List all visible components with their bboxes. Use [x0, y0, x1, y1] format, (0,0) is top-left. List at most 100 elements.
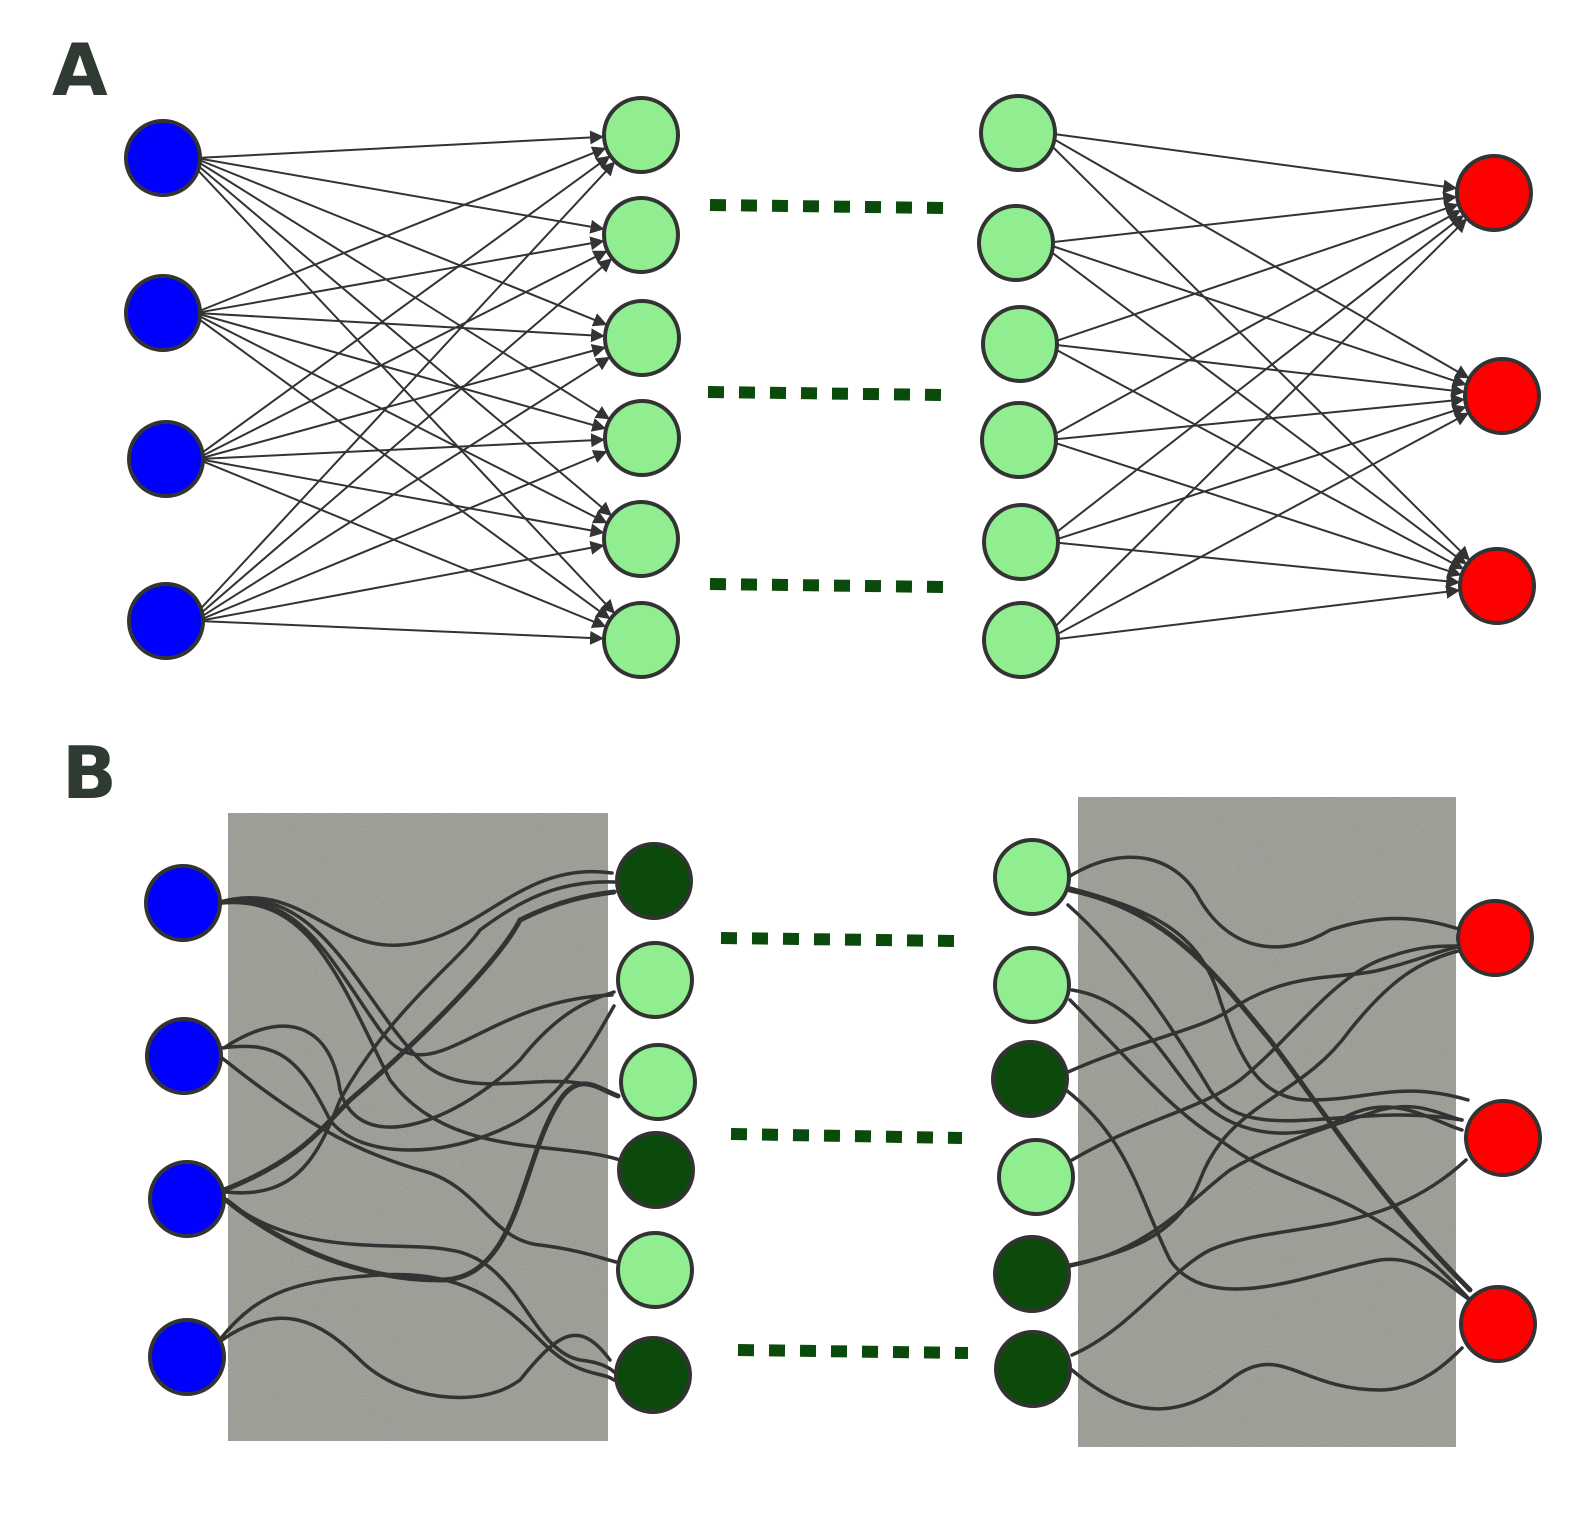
hidden-neuron — [982, 503, 1060, 581]
connection-edge — [1057, 344, 1466, 398]
dotted-line — [730, 1128, 963, 1144]
connection-edge — [203, 433, 606, 460]
connection-edge — [198, 146, 607, 313]
panel-b-layer-ellipsis — [720, 932, 969, 1359]
output-neuron — [1463, 357, 1541, 435]
inactive-hidden-neuron — [614, 1336, 692, 1414]
connection-edge — [203, 458, 605, 538]
connection-edge — [1055, 441, 1462, 578]
connection-edge — [1050, 136, 1470, 379]
connection-edge — [1055, 202, 1459, 342]
hidden-neuron — [981, 305, 1059, 383]
connection-edge — [196, 155, 611, 457]
input-neuron — [148, 1160, 226, 1238]
output-neuron — [1459, 1285, 1537, 1363]
inactive-hidden-neuron — [617, 1131, 695, 1209]
input-neuron — [124, 274, 202, 352]
connection-curve — [220, 1056, 618, 1264]
input-neuron — [148, 1318, 226, 1396]
connection-edge — [191, 161, 616, 619]
hidden-neuron — [616, 941, 694, 1019]
connection-edge — [201, 450, 608, 621]
connection-edge — [1047, 218, 1468, 634]
connection-edge — [201, 459, 607, 629]
connection-curve — [221, 889, 617, 1193]
connection-edge — [200, 130, 605, 159]
connection-curve — [220, 1004, 616, 1152]
connection-edge — [195, 159, 611, 420]
connection-edge — [196, 314, 608, 524]
dotted-line — [709, 578, 946, 593]
inactive-hidden-neuron — [994, 1330, 1072, 1408]
input-neuron — [124, 119, 202, 197]
connection-curve — [224, 1198, 616, 1374]
hidden-neuron — [982, 601, 1060, 679]
dotted-line — [707, 386, 946, 401]
inactive-hidden-neuron — [993, 1235, 1071, 1313]
connection-curve — [1068, 948, 1464, 1267]
noise-block-right — [1078, 797, 1456, 1447]
input-neuron — [127, 420, 205, 498]
connection-edge — [203, 620, 605, 645]
hidden-neuron — [602, 601, 680, 679]
connection-curve — [220, 1316, 612, 1400]
output-neuron — [1458, 547, 1536, 625]
connection-edge — [200, 312, 606, 343]
connection-edge — [1052, 210, 1462, 437]
connection-edge — [1056, 393, 1466, 441]
panel-b-label: B — [62, 731, 117, 815]
hidden-neuron — [993, 946, 1071, 1024]
connection-edge — [1058, 584, 1461, 640]
connection-edge — [1051, 245, 1467, 388]
input-neuron — [145, 1017, 223, 1095]
hidden-neuron — [616, 1231, 694, 1309]
connection-curve — [218, 869, 614, 947]
connection-curve — [220, 1272, 616, 1382]
connection-edge — [192, 160, 613, 516]
dotted-line — [720, 932, 956, 947]
connection-curve — [1066, 944, 1464, 1074]
connection-edge — [200, 236, 605, 314]
connection-curve — [1070, 988, 1464, 1135]
connection-edge — [189, 160, 615, 614]
connection-curve — [1070, 944, 1464, 1162]
hidden-neuron — [619, 1043, 697, 1121]
connection-curve — [1068, 1104, 1464, 1268]
panel-a-neurons — [124, 94, 1541, 679]
hidden-neuron — [993, 838, 1071, 916]
connection-edge — [1058, 541, 1461, 589]
connection-curve — [218, 897, 616, 1097]
inactive-hidden-neuron — [615, 842, 693, 920]
connection-edge — [1053, 191, 1458, 243]
connection-edge — [199, 313, 607, 432]
hidden-neuron — [602, 96, 680, 174]
hidden-neuron — [980, 401, 1058, 479]
connection-curve — [1070, 1158, 1468, 1357]
connection-curve — [1067, 887, 1473, 1293]
inactive-hidden-neuron — [991, 1040, 1069, 1118]
connection-edge — [1046, 248, 1467, 565]
dotted-line — [709, 199, 946, 214]
connection-curve — [1068, 855, 1464, 949]
connection-curve — [1068, 886, 1470, 1102]
connection-edge — [1053, 347, 1464, 570]
connection-edge — [202, 344, 607, 459]
panel-a-layer-ellipsis — [707, 199, 946, 593]
connection-edge — [194, 258, 613, 619]
input-neuron — [127, 582, 205, 660]
connection-edge — [199, 250, 608, 458]
panel-b-neurons — [144, 838, 1542, 1414]
connection-curve — [1068, 998, 1472, 1302]
panel-a-label: A — [52, 28, 108, 112]
connection-edge — [1054, 412, 1469, 637]
connection-curve — [1070, 1346, 1464, 1411]
connection-edge — [1044, 139, 1471, 561]
connection-edge — [198, 356, 611, 620]
hidden-neuron — [977, 204, 1055, 282]
hidden-neuron — [602, 196, 680, 274]
output-neuron — [1456, 899, 1534, 977]
hidden-neuron — [602, 500, 680, 578]
hidden-neuron — [603, 399, 681, 477]
dotted-line — [737, 1344, 969, 1359]
